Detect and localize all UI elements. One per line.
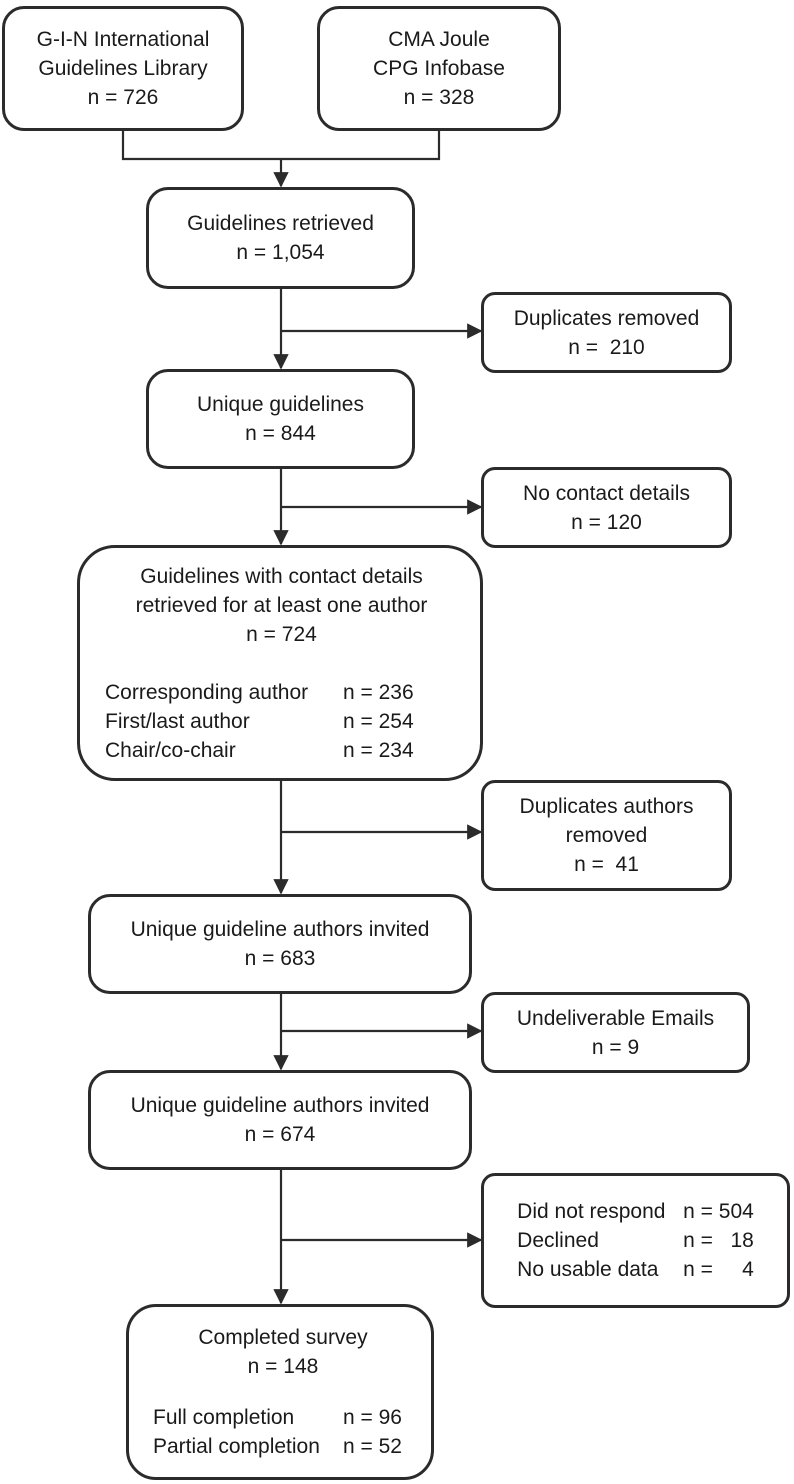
authors-invited-count: n = 683	[244, 947, 316, 970]
undeliverable-label: Undeliverable Emails	[516, 1006, 715, 1030]
with-contact-box: Guidelines with contact details retrieve…	[77, 545, 483, 781]
completion-breakdown: Full completion n = 96 Partial completio…	[153, 1403, 413, 1461]
nonresponse-value: n = 18	[683, 1229, 754, 1252]
retrieved-count: n = 1,054	[236, 241, 325, 264]
duplicate-authors-box: Duplicates authors removed n = 41	[481, 780, 732, 891]
nonresponse-breakdown: Did not respond n = 504 Declined n = 18 …	[517, 1197, 754, 1284]
duplicates-removed-box: Duplicates removed n = 210	[481, 292, 732, 373]
authors-invited-box: Unique guideline authors invited n = 683	[88, 894, 472, 994]
unique-guidelines-count: n = 844	[245, 422, 316, 445]
authors-invited-final-count: n = 674	[244, 1123, 316, 1146]
cma-line-2: CPG Infobase	[373, 57, 505, 80]
duplicates-removed-count: n = 210	[568, 335, 645, 359]
nonresponse-box: Did not respond n = 504 Declined n = 18 …	[481, 1173, 790, 1308]
completed-label: Completed survey	[198, 1326, 368, 1349]
duplicate-authors-line-2: removed	[565, 824, 648, 847]
duplicates-removed-label: Duplicates removed	[513, 306, 700, 330]
duplicate-authors-count: n = 41	[574, 853, 639, 876]
breakdown-value: n = 234	[343, 738, 414, 762]
gin-line-1: G-I-N International	[36, 28, 210, 51]
unique-guidelines-box: Unique guidelines n = 844	[146, 369, 415, 469]
undeliverable-box: Undeliverable Emails n = 9	[481, 992, 750, 1073]
breakdown-label: Corresponding author	[105, 680, 309, 704]
breakdown-value: n = 236	[343, 680, 414, 704]
breakdown-label: Chair/co-chair	[105, 738, 236, 762]
with-contact-line-2: retrieved for at least one author	[135, 593, 428, 617]
breakdown-value: n = 254	[343, 709, 414, 733]
completion-value: n = 96	[343, 1406, 402, 1429]
no-contact-box: No contact details n = 120	[481, 467, 732, 548]
completed-count: n = 148	[247, 1355, 319, 1378]
nonresponse-label: No usable data	[517, 1258, 659, 1281]
nonresponse-label: Declined	[517, 1229, 599, 1252]
completion-label: Full completion	[153, 1406, 295, 1429]
completion-value: n = 52	[343, 1435, 402, 1458]
authors-invited-label: Unique guideline authors invited	[130, 918, 430, 941]
gin-count: n = 726	[87, 86, 159, 109]
nonresponse-value: n = 4	[683, 1258, 754, 1281]
no-contact-label: No contact details	[523, 481, 690, 505]
duplicate-authors-line-1: Duplicates authors	[519, 795, 694, 818]
completed-survey-box: Completed survey n = 148 Full completion…	[126, 1304, 434, 1480]
unique-guidelines-label: Unique guidelines	[197, 393, 364, 416]
merge-connector	[121, 130, 441, 161]
source-gin-box: G-I-N International Guidelines Library n…	[2, 6, 244, 131]
no-contact-count: n = 120	[571, 510, 642, 534]
source-cma-box: CMA Joule CPG Infobase n = 328	[317, 6, 561, 131]
breakdown-label: First/last author	[105, 709, 250, 733]
authors-invited-final-box: Unique guideline authors invited n = 674	[88, 1070, 472, 1170]
cma-line-1: CMA Joule	[388, 28, 490, 51]
gin-line-2: Guidelines Library	[38, 57, 208, 80]
nonresponse-label: Did not respond	[517, 1200, 666, 1223]
with-contact-line-1: Guidelines with contact details	[140, 564, 423, 588]
completion-label: Partial completion	[153, 1435, 320, 1458]
undeliverable-count: n = 9	[591, 1035, 640, 1059]
cma-count: n = 328	[403, 86, 475, 109]
retrieved-box: Guidelines retrieved n = 1,054	[146, 187, 415, 289]
with-contact-count: n = 724	[246, 622, 317, 646]
author-type-breakdown: Corresponding author n = 236 First/last …	[105, 678, 458, 765]
nonresponse-value: n = 504	[683, 1200, 754, 1223]
retrieved-label: Guidelines retrieved	[187, 212, 374, 235]
authors-invited-final-label: Unique guideline authors invited	[130, 1094, 430, 1117]
